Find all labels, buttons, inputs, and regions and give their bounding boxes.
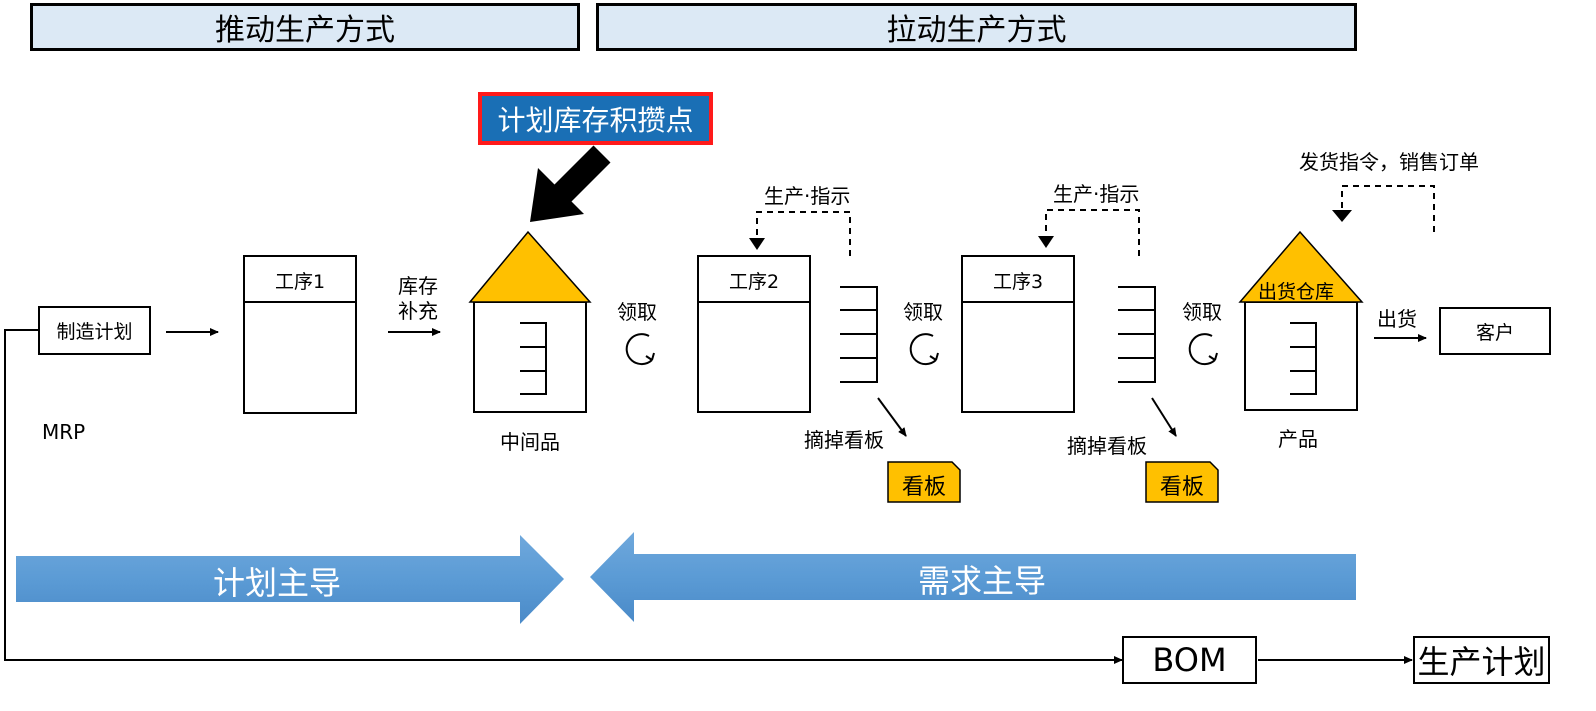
process-2-label: 工序2 [728, 271, 780, 293]
kanban-rack-3 [1118, 286, 1156, 383]
withdraw-label-3: 领取 [1182, 300, 1222, 324]
remove-kanban-label-3: 摘掉看板 [1067, 434, 1147, 458]
kanban-card-label-1: 看板 [901, 475, 946, 500]
product-warehouse [1238, 230, 1364, 411]
customer-box: 客户 [1439, 307, 1551, 355]
replenish-label-2: 补充 [398, 299, 438, 323]
production-plan-box: 生产计划 [1413, 636, 1550, 684]
withdraw-icon-1 [625, 333, 655, 366]
shipping-warehouse-label: 出货仓库 [1258, 281, 1335, 303]
replenish-label-1: 库存 [398, 274, 438, 298]
demand-led-text: 需求主导 [918, 562, 1047, 600]
plan-led-arrow [16, 535, 564, 624]
plan-led-text: 计划主导 [213, 564, 342, 602]
mrp-label: MRP [42, 420, 86, 444]
bom-box: BOM [1122, 636, 1257, 684]
callout-arrow [530, 145, 611, 222]
kanban-card-1 [887, 461, 961, 503]
withdraw-label-1: 领取 [617, 300, 657, 324]
process-1-label: 工序1 [274, 271, 326, 293]
demand-led-arrow [590, 532, 1356, 622]
order-loop [1341, 185, 1435, 232]
instruction-label-2: 生产·指示 [764, 184, 851, 208]
process-1-box [243, 255, 357, 414]
withdraw-icon-2 [909, 333, 939, 366]
pull-header: 拉动生产方式 [596, 3, 1357, 51]
instruction-loop-2 [756, 211, 851, 256]
kanban-card-label-2: 看板 [1159, 475, 1204, 500]
push-header: 推动生产方式 [30, 3, 580, 51]
instruction-label-3: 生产·指示 [1053, 182, 1140, 206]
remove-kanban-label-2: 摘掉看板 [804, 428, 884, 452]
process-3-label: 工序3 [992, 271, 1044, 293]
kanban-rack-2 [840, 286, 878, 383]
intermediate-label: 中间品 [500, 430, 560, 454]
inventory-point-callout: 计划库存积攒点 [478, 92, 713, 145]
ship-label: 出货 [1377, 307, 1417, 331]
withdraw-icon-3 [1188, 333, 1218, 366]
process-3-box [961, 255, 1075, 413]
intermediate-warehouse [468, 230, 592, 413]
mfg-plan-box: 制造计划 [38, 306, 151, 355]
instruction-loop-3 [1045, 209, 1140, 256]
process-2-box [697, 255, 811, 413]
order-label: 发货指令，销售订单 [1299, 150, 1479, 174]
product-label: 产品 [1278, 427, 1318, 451]
withdraw-label-2: 领取 [903, 300, 943, 324]
kanban-card-2 [1145, 461, 1219, 503]
mrp-line [4, 329, 1123, 664]
